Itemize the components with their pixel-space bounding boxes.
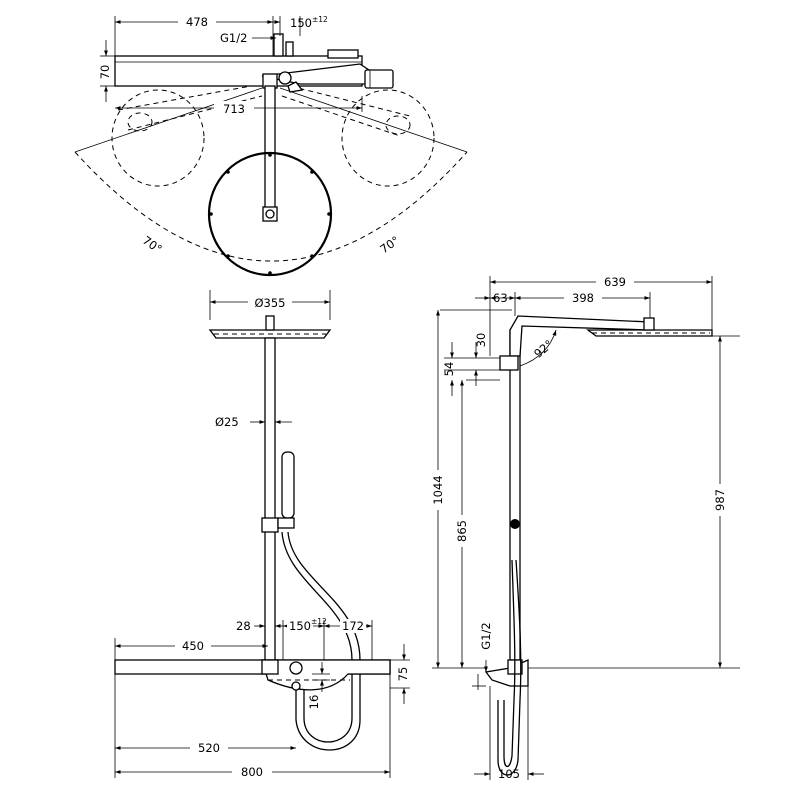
head-ball-joint bbox=[643, 317, 655, 331]
top-view: 478 150 ±12 G1/2 70 713 70° 70° bbox=[74, 14, 468, 277]
pipe-connector-front bbox=[261, 659, 279, 675]
tol-150-front: ±12 bbox=[311, 617, 327, 626]
thermostat-body-front bbox=[261, 659, 391, 691]
dim-75: 75 bbox=[396, 667, 410, 682]
dim-1044: 1044 bbox=[431, 475, 445, 504]
inlet-dot bbox=[291, 681, 301, 691]
shower-head-top bbox=[207, 151, 333, 277]
thermostat-cap bbox=[327, 49, 359, 59]
angle-92: 92° bbox=[531, 337, 556, 361]
swing-circle-right bbox=[341, 89, 435, 187]
dim-16: 16 bbox=[307, 695, 321, 710]
angle-ray-left bbox=[74, 87, 263, 153]
hand-shower bbox=[281, 451, 295, 519]
dim-172: 172 bbox=[342, 619, 364, 633]
dim-head-diameter: Ø355 bbox=[254, 296, 285, 310]
arm-joint-side bbox=[499, 355, 519, 371]
dim-713: 713 bbox=[223, 102, 245, 116]
swung-head-right bbox=[281, 83, 411, 137]
dim-150-front: 150 bbox=[289, 619, 311, 633]
thread-label-top: G1/2 bbox=[220, 31, 247, 45]
dim-105: 105 bbox=[498, 767, 520, 781]
dim-398: 398 bbox=[572, 291, 594, 305]
riser-pipe-front bbox=[264, 337, 276, 669]
dim-478: 478 bbox=[186, 15, 208, 29]
inlet-stub-left bbox=[273, 33, 284, 57]
valve-top bbox=[287, 81, 304, 93]
dim-800: 800 bbox=[241, 765, 263, 779]
head-connector-front bbox=[265, 315, 275, 331]
dimensions-side: 639 63 398 92° 30 54 1044 bbox=[431, 275, 740, 781]
dim-150-top: 150 bbox=[290, 16, 312, 30]
dim-639: 639 bbox=[604, 275, 626, 289]
hose-side bbox=[497, 559, 522, 776]
dim-63: 63 bbox=[493, 291, 508, 305]
dim-pipe-diameter: Ø25 bbox=[215, 415, 239, 429]
angle-ray-right bbox=[279, 87, 468, 153]
dim-987: 987 bbox=[713, 489, 727, 511]
dim-520: 520 bbox=[198, 741, 220, 755]
slider-holder bbox=[277, 517, 295, 529]
dim-28: 28 bbox=[236, 619, 251, 633]
hose-inner bbox=[281, 531, 353, 743]
connector-top bbox=[278, 71, 292, 85]
slider-bracket bbox=[261, 517, 279, 533]
dim-865: 865 bbox=[455, 520, 469, 542]
swing-circle-left bbox=[111, 89, 205, 187]
angle-right: 70° bbox=[377, 233, 402, 256]
side-view: 639 63 398 92° 30 54 1044 bbox=[431, 275, 740, 781]
swing-arc bbox=[74, 151, 468, 262]
front-view: Ø355 Ø25 28 bbox=[114, 290, 410, 779]
handshower-holder-top bbox=[364, 69, 394, 89]
inlet-stub-right bbox=[285, 41, 294, 57]
head-mount-dots bbox=[209, 153, 331, 275]
thermostat-knob bbox=[289, 661, 303, 675]
dim-54: 54 bbox=[442, 362, 456, 377]
thread-label-side: G1/2 bbox=[479, 622, 493, 649]
swung-head-left bbox=[117, 83, 263, 132]
slider-knob-side bbox=[510, 519, 520, 529]
dimensions-front: 28 150 ±12 172 450 75 16 bbox=[114, 617, 410, 779]
angle-left: 70° bbox=[140, 233, 165, 256]
dim-30: 30 bbox=[474, 333, 488, 348]
shower-arm-top bbox=[264, 85, 276, 215]
tol-150-top: ±12 bbox=[312, 15, 328, 24]
dim-450: 450 bbox=[182, 639, 204, 653]
dim-70: 70 bbox=[98, 65, 112, 80]
